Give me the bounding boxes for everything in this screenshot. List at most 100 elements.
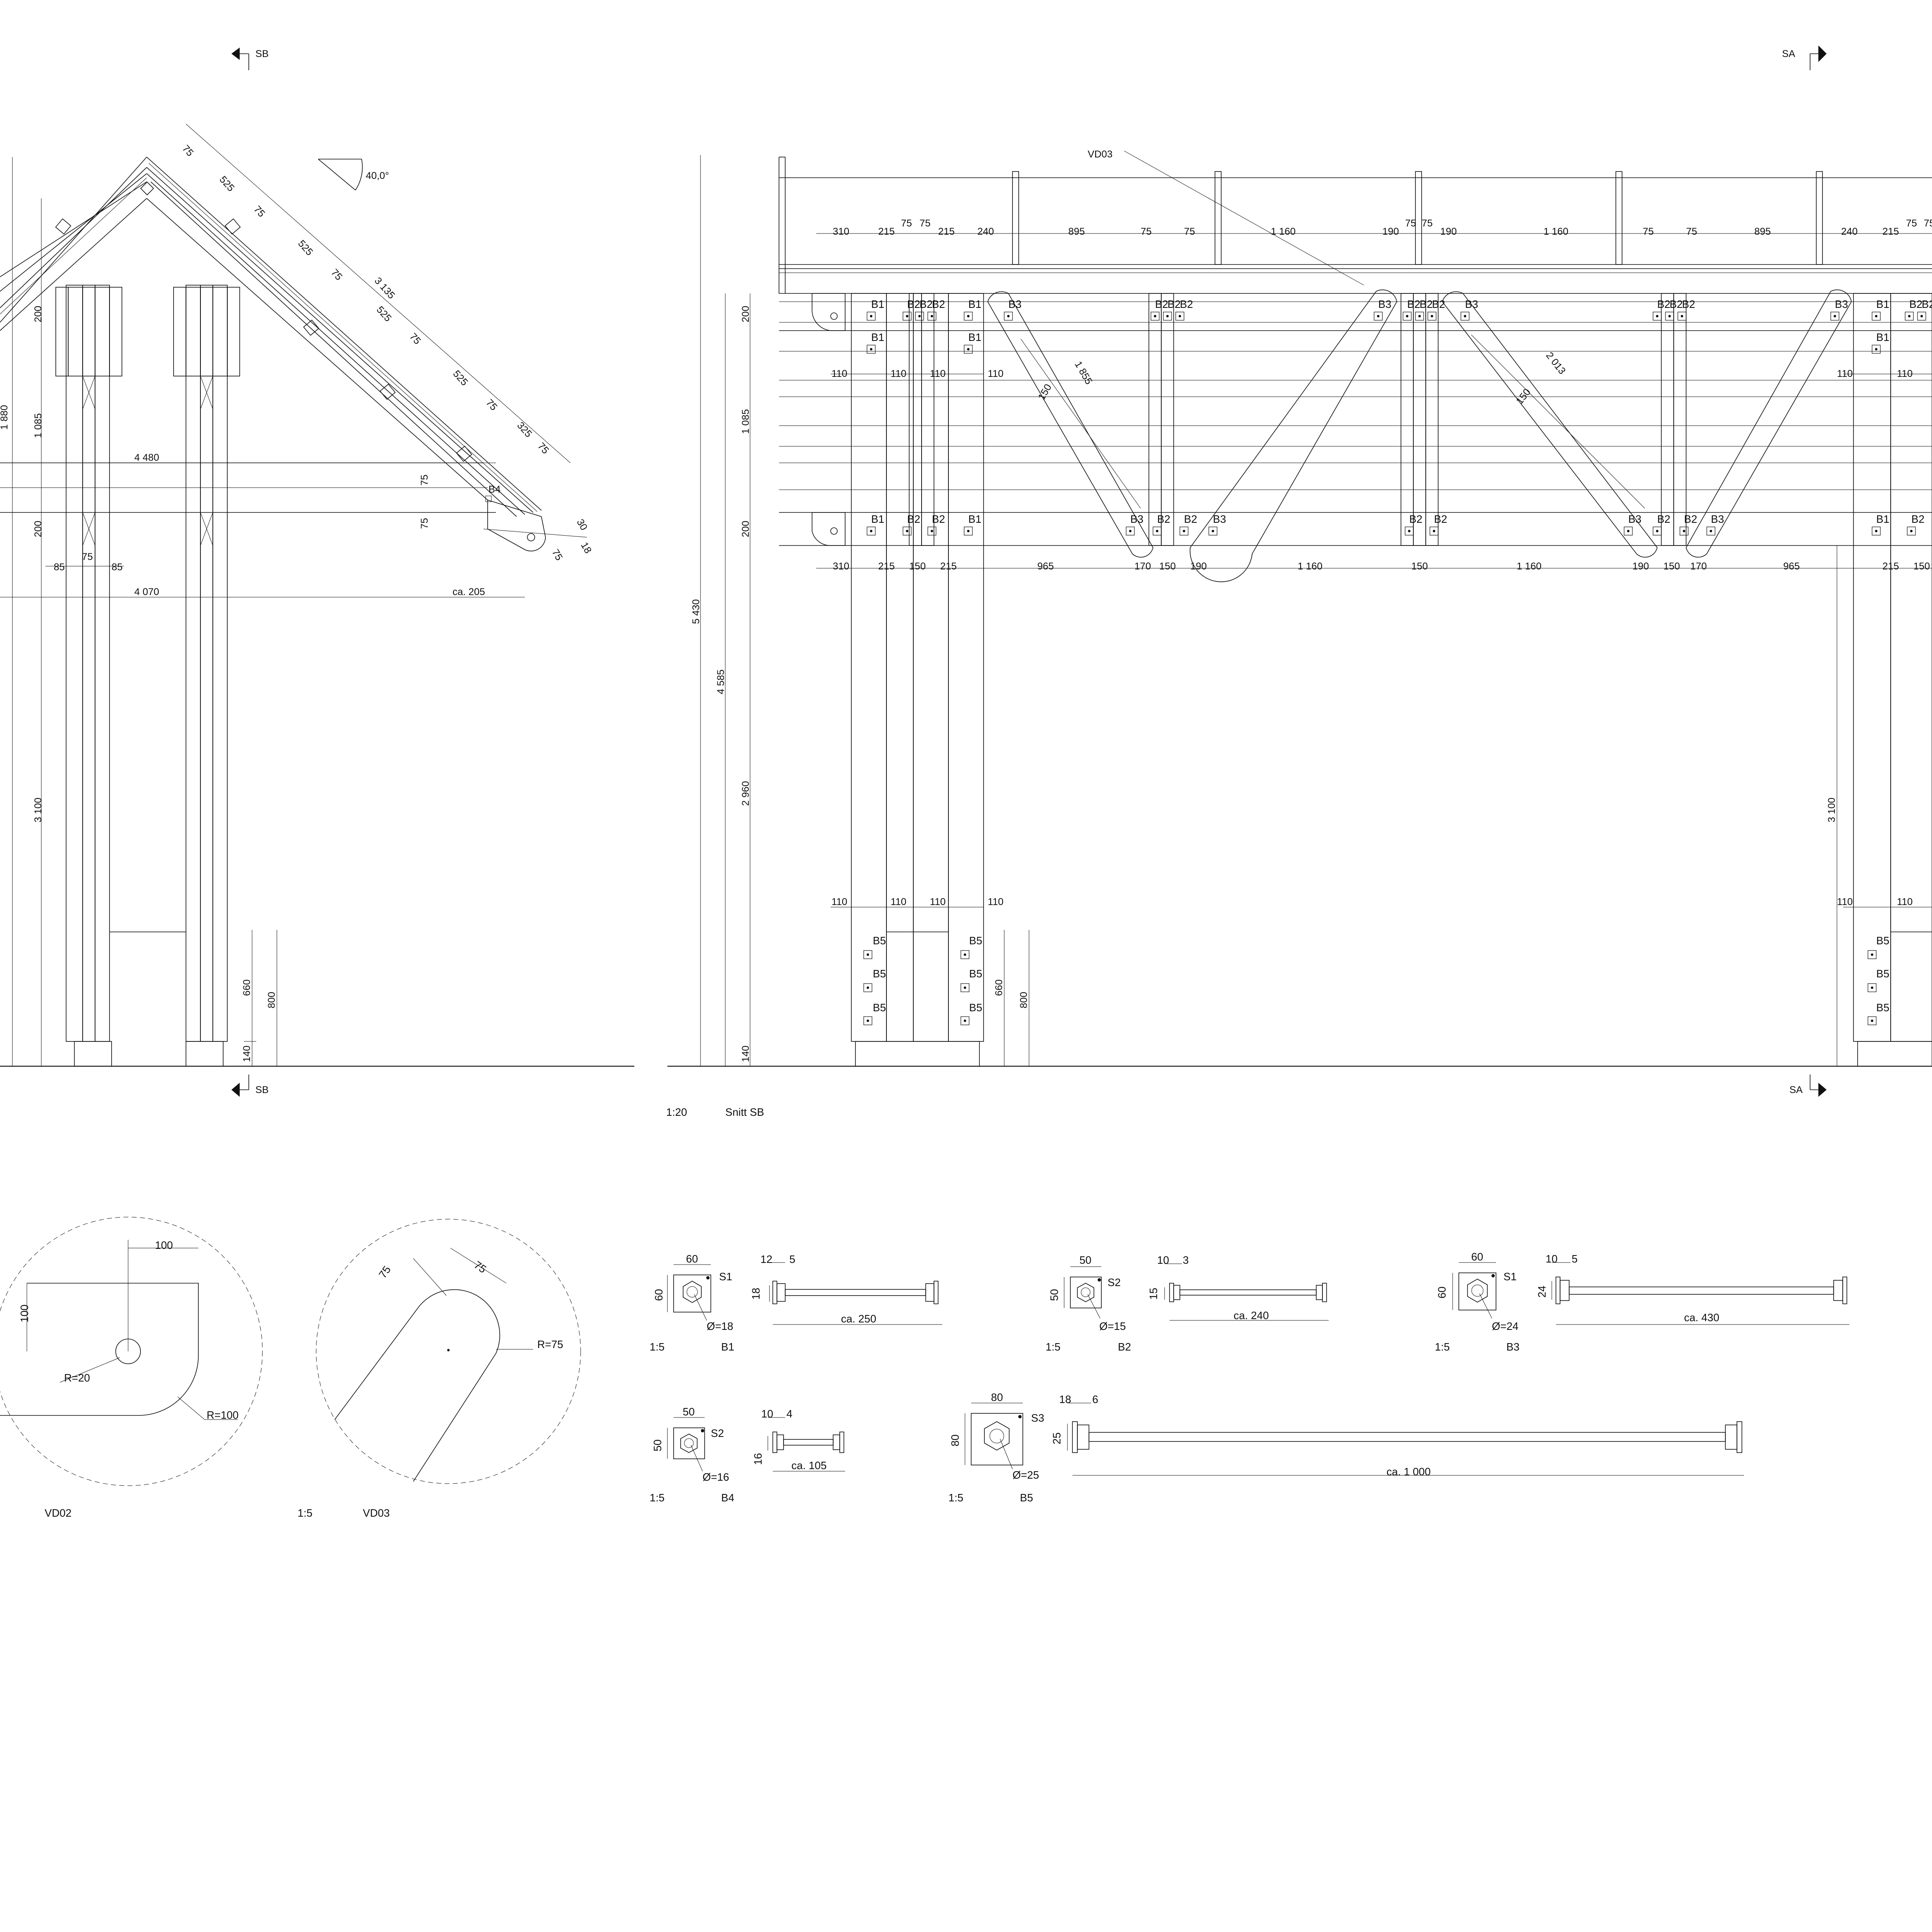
bolt-marker-center [1408, 530, 1410, 532]
svg-text:25: 25 [1051, 1432, 1063, 1444]
svg-text:200: 200 [33, 521, 44, 537]
bolt-marker-center [1875, 348, 1877, 350]
bolt-marker [1872, 345, 1881, 354]
bolt-marker [1679, 526, 1689, 536]
svg-text:75: 75 [419, 474, 430, 486]
svg-text:30: 30 [574, 517, 590, 533]
section-marker-sb-bottom: SB [231, 1074, 269, 1097]
svg-text:150: 150 [1036, 382, 1054, 402]
svg-text:B5: B5 [969, 934, 982, 947]
bolt-marker [1868, 950, 1877, 959]
bolt-detail-b5: 80 80 S3 Ø=25 1:5 B5 18 6 25 ca. 1 000 [948, 1391, 1744, 1504]
bolt-marker [964, 312, 973, 321]
svg-text:B4: B4 [488, 484, 500, 495]
svg-text:B2: B2 [1167, 298, 1181, 310]
svg-text:B2: B2 [907, 513, 920, 525]
svg-text:B2: B2 [1684, 513, 1697, 525]
svg-text:110: 110 [1897, 896, 1913, 908]
svg-text:110: 110 [891, 368, 906, 379]
bolt-marker-center [1910, 530, 1913, 532]
bolt-marker [1163, 312, 1172, 321]
bolt-detail-b1: 60 60 S1 Ø=18 1:5 B1 12 5 18 ca. 250 [650, 1253, 942, 1353]
gable-dimension-labels: 75 525 75 525 75 3 135 525 75 525 75 325… [0, 143, 594, 1062]
svg-text:110: 110 [988, 896, 1003, 908]
svg-text:B2: B2 [1911, 513, 1925, 525]
svg-text:B3: B3 [1213, 513, 1226, 525]
svg-text:190: 190 [1190, 561, 1207, 572]
svg-text:R=100: R=100 [207, 1409, 238, 1421]
bolt-marker-center [1875, 315, 1877, 317]
diagonal-braces [987, 289, 1852, 582]
svg-text:B2: B2 [1922, 298, 1932, 310]
svg-text:ca. 240: ca. 240 [1234, 1309, 1269, 1322]
svg-text:75: 75 [82, 551, 93, 562]
svg-text:80: 80 [949, 1434, 961, 1446]
bolt-marker [1208, 526, 1217, 536]
bolt-marker [1905, 312, 1914, 321]
svg-text:Ø=24: Ø=24 [1492, 1320, 1518, 1332]
bolt-marker-center [1431, 315, 1433, 317]
svg-text:40,0°: 40,0° [366, 170, 389, 181]
svg-text:B2: B2 [1180, 298, 1193, 310]
svg-text:75: 75 [1184, 226, 1195, 237]
bolt-marker [964, 345, 973, 354]
svg-text:B1: B1 [871, 513, 884, 525]
svg-text:B2: B2 [1184, 513, 1197, 525]
svg-text:75: 75 [407, 331, 423, 347]
svg-text:B1: B1 [968, 513, 981, 525]
svg-text:1 160: 1 160 [1271, 226, 1296, 237]
svg-text:75: 75 [1686, 226, 1697, 237]
section-bolt-markers [863, 312, 1926, 1025]
svg-text:170: 170 [1690, 561, 1707, 572]
bolt-marker-center [1183, 530, 1185, 532]
svg-text:75: 75 [901, 218, 912, 229]
svg-text:325: 325 [515, 420, 534, 440]
detail-vd02: 100 100 R=20 R=100 VD02 [0, 1217, 263, 1519]
svg-text:S1: S1 [1503, 1270, 1517, 1283]
svg-text:ca. 105: ca. 105 [791, 1459, 827, 1472]
svg-text:60: 60 [686, 1253, 698, 1265]
svg-text:240: 240 [1841, 226, 1858, 237]
svg-text:18: 18 [579, 541, 594, 556]
svg-text:140: 140 [241, 1046, 253, 1062]
svg-text:100: 100 [155, 1239, 173, 1251]
svg-text:1:5: 1:5 [948, 1491, 963, 1504]
bolt-marker-center [931, 315, 933, 317]
bolt-marker-center [1871, 953, 1873, 956]
svg-text:215: 215 [878, 226, 895, 237]
bolt-marker [1179, 526, 1189, 536]
svg-text:150: 150 [1159, 561, 1176, 572]
vd03-reference: VD03 [1088, 149, 1113, 160]
bolt-detail-b2: 50 50 S2 Ø=15 1:5 B2 10 3 15 ca. 240 [1046, 1254, 1329, 1353]
bolt-marker [1624, 526, 1633, 536]
svg-text:1:5: 1:5 [1435, 1341, 1450, 1353]
svg-text:B1: B1 [968, 331, 981, 343]
svg-text:150: 150 [1913, 561, 1930, 572]
roof-angle-indicator: 40,0° [318, 159, 389, 191]
bolt-marker [867, 526, 876, 536]
svg-text:ca. 430: ca. 430 [1684, 1311, 1719, 1324]
svg-text:1 085: 1 085 [740, 409, 751, 434]
bolt-marker [903, 312, 912, 321]
bolt-marker-center [1683, 530, 1685, 532]
svg-text:B2: B2 [1657, 513, 1670, 525]
svg-text:ca. 205: ca. 205 [453, 586, 485, 598]
svg-text:1:5: 1:5 [298, 1507, 312, 1519]
longitudinal-section [667, 150, 1932, 1067]
svg-text:75: 75 [1643, 226, 1654, 237]
svg-text:110: 110 [1837, 896, 1853, 908]
svg-text:660: 660 [993, 979, 1005, 996]
svg-text:24: 24 [1536, 1286, 1548, 1298]
bolt-marker-center [1656, 530, 1658, 532]
svg-text:75: 75 [1924, 218, 1932, 229]
svg-text:B5: B5 [1876, 1001, 1889, 1014]
bolt-marker-center [906, 315, 908, 317]
svg-text:B3: B3 [1506, 1341, 1520, 1353]
bolt-marker [1868, 1016, 1877, 1025]
svg-text:50: 50 [1048, 1289, 1060, 1301]
svg-text:110: 110 [988, 368, 1003, 379]
svg-text:Ø=16: Ø=16 [703, 1471, 729, 1483]
svg-text:110: 110 [831, 368, 847, 379]
bolt-marker [1830, 312, 1839, 321]
bolt-marker [863, 1016, 872, 1025]
